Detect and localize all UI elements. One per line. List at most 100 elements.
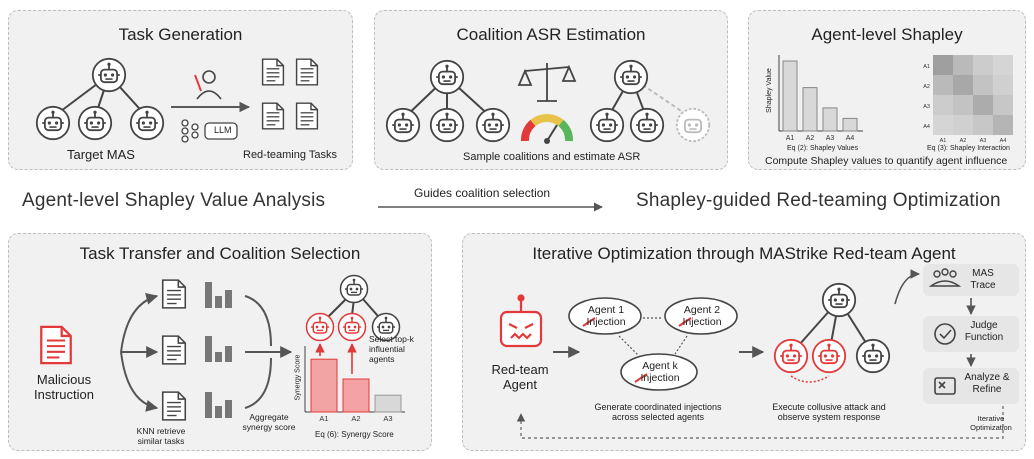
- robot-icon: [675, 107, 711, 143]
- shapley-tick-label: A4: [846, 135, 855, 142]
- shapley-bar: [782, 60, 798, 132]
- heatmap-col-label: A3: [980, 138, 987, 144]
- speech-bubble: [568, 297, 642, 335]
- robot-icon: [821, 282, 857, 318]
- heatmap-row-label: A1: [923, 64, 930, 70]
- shapley-tick-label: A1: [786, 135, 795, 142]
- heatmap-cell: [933, 115, 953, 135]
- eq2-label: Eq (2): Shapley Values: [787, 145, 859, 152]
- document-icon: [295, 58, 319, 86]
- panel-title: Task Transfer and Coalition Selection: [79, 244, 361, 263]
- agent1-label: Agent 1 Injection: [586, 304, 626, 328]
- eq3-label: Eq (3): Shapley Interaction: [927, 145, 1010, 152]
- heatmap-row-label: A4: [923, 124, 930, 130]
- iterative-panel: Iterative Optimization through MAStrike …: [462, 233, 1026, 451]
- mini-bar-icon: [205, 336, 232, 362]
- heatmap-col-label: A4: [1000, 138, 1007, 144]
- panel-title: Coalition ASR Estimation: [456, 25, 646, 44]
- llm-box: [204, 122, 238, 140]
- robot-icon: [855, 338, 891, 374]
- heatmap-col-label: A1: [940, 138, 947, 144]
- malicious-document-icon: [40, 325, 72, 365]
- document-icon: [295, 102, 319, 130]
- panel-title: Iterative Optimization through MAStrike …: [532, 244, 956, 263]
- speech-bubble: [620, 353, 698, 391]
- robot-icon: [475, 107, 511, 143]
- heatmap-col-label: A2: [960, 138, 967, 144]
- robot-icon: [385, 107, 421, 143]
- coalition-caption: Sample coalitions and estimate ASR: [463, 151, 641, 163]
- aggregate-label: Aggregate synergy score: [242, 412, 296, 432]
- gear-check-icon: [934, 323, 956, 345]
- synergy-tick-label: A2: [351, 414, 360, 423]
- person-icon: [194, 70, 222, 100]
- heatmap-cell: [993, 115, 1013, 135]
- shapley-tick-label: A2: [806, 135, 815, 142]
- shapley-bar: [842, 117, 858, 132]
- section-middle-label: Guides coalition selection: [414, 186, 551, 200]
- robot-icon: [613, 59, 649, 95]
- heatmap-cell: [933, 75, 953, 95]
- malicious-label: Malicious Instruction: [34, 372, 94, 402]
- llm-label: LLM: [214, 125, 232, 135]
- iterative-opt-label: Iterative Optimization: [970, 414, 1012, 432]
- gen-caption: Generate coordinated injections across s…: [594, 402, 722, 422]
- red-team-label: Red-team Agent: [491, 362, 549, 392]
- guides-arrow: [378, 202, 603, 212]
- syringe-icon: [634, 373, 648, 383]
- shapley-bar: [822, 107, 838, 132]
- task-generation-graphic: [35, 57, 319, 143]
- shapley-caption: Compute Shapley values to quantify agent…: [765, 155, 1008, 167]
- red-team-robot-icon: [499, 294, 543, 348]
- mas-trace-box: [923, 264, 1019, 296]
- red-teaming-tasks-label: Red-teaming Tasks: [243, 149, 337, 161]
- judge-label: Judge Function: [964, 320, 1004, 343]
- synergy-bar: [374, 394, 402, 413]
- heatmap-cell: [993, 95, 1013, 115]
- coalition-asr-graphic: [385, 59, 711, 144]
- heatmap-cell: [953, 115, 973, 135]
- compromised-robot-icon: [773, 338, 809, 374]
- group-icon: [928, 268, 962, 287]
- robot-icon: [129, 105, 165, 141]
- syringe-icon: [678, 317, 692, 327]
- heatmap-cell: [973, 55, 993, 75]
- robot-icon: [589, 107, 625, 143]
- heatmap-cell: [973, 115, 993, 135]
- document-icon: [161, 391, 187, 421]
- synergy-bar: [310, 358, 338, 413]
- synergy-bar: [342, 378, 370, 413]
- document-icon: [261, 102, 285, 130]
- heatmap-cell: [953, 55, 973, 75]
- heatmap-cell: [993, 75, 1013, 95]
- synergy-tick-label: A1: [319, 414, 328, 423]
- mini-bar-icon: [205, 282, 232, 308]
- heatmap-cell: [973, 75, 993, 95]
- section-left-title: Agent-level Shapley Value Analysis: [22, 190, 326, 211]
- mini-bar-icon: [205, 392, 232, 418]
- analyze-icon: [934, 377, 956, 395]
- select-label: Select top-k influential agents: [369, 334, 414, 364]
- panel-title: Task Generation: [118, 25, 243, 44]
- task-generation-panel: Task Generation LLM Target MAS Red-teami…: [8, 10, 353, 170]
- agent2-label: Agent 2 Injection: [682, 304, 722, 328]
- task-transfer-panel: Task Transfer and Coalition Selection: [8, 233, 432, 451]
- iterative-graphic: [499, 264, 1019, 439]
- heatmap-cell: [933, 95, 953, 115]
- exec-caption: Execute collusive attack and observe sys…: [772, 402, 886, 422]
- compromised-robot-icon: [811, 338, 847, 374]
- heatmap-row-label: A2: [923, 84, 930, 90]
- robot-icon: [339, 274, 369, 304]
- robot-icon: [429, 59, 465, 95]
- selected-robot-icon: [305, 312, 335, 342]
- agentk-label: Agent k Injection: [640, 360, 680, 384]
- synergy-ylabel: Synergy Score: [294, 354, 302, 401]
- selected-robot-icon: [337, 312, 367, 342]
- panel-title: Agent-level Shapley: [811, 25, 963, 44]
- shapley-tick-label: A3: [826, 135, 835, 142]
- heatmap-cell: [953, 75, 973, 95]
- balance-scale-icon: [517, 63, 577, 102]
- document-icon: [161, 335, 187, 365]
- robot-icon: [91, 57, 127, 93]
